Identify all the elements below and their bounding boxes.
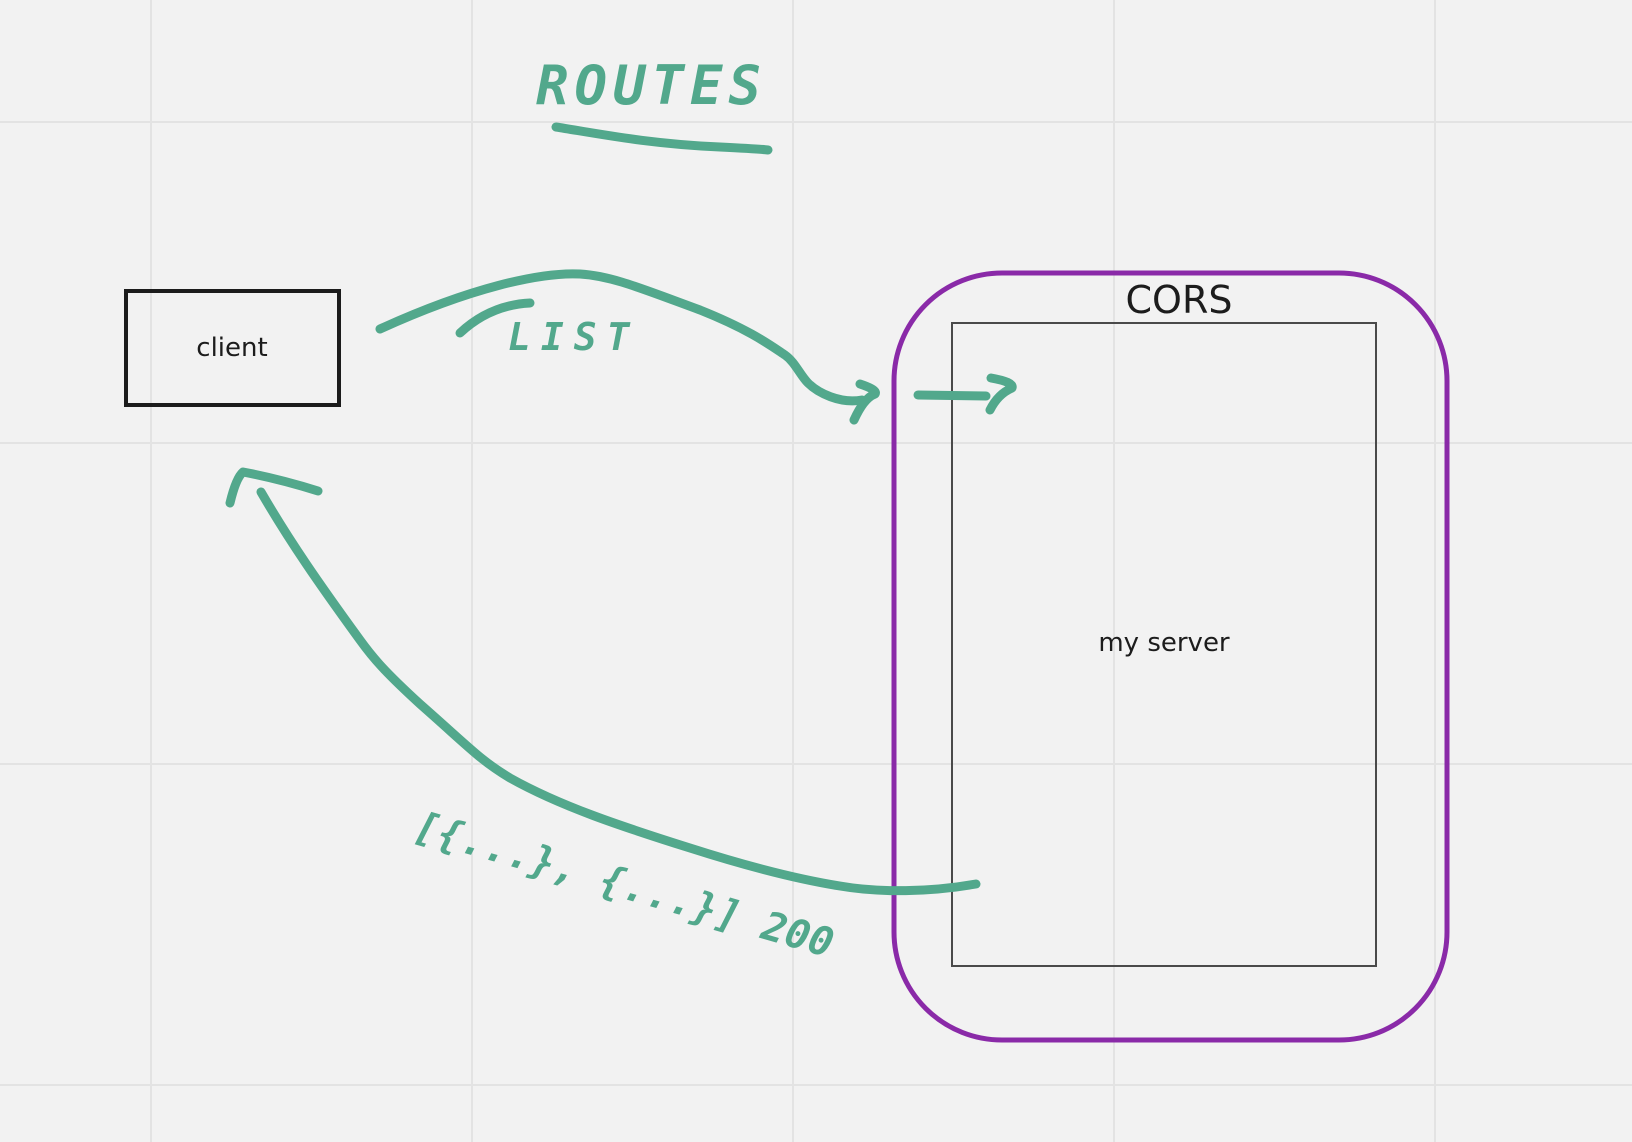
request-arrow-extension-head: [985, 373, 1017, 415]
routes-heading-text: ROUTES: [536, 54, 767, 117]
client-box[interactable]: client: [124, 289, 341, 407]
request-arrow-extension: [913, 390, 991, 401]
list-annotation-stroke: [455, 298, 535, 338]
response-arrow[interactable]: [225, 467, 981, 896]
request-arrow-line: [375, 269, 867, 406]
response-arrow-head: [225, 467, 323, 508]
response-arrow-line: [256, 487, 981, 896]
routes-heading: ROUTES: [536, 54, 773, 155]
cors-container[interactable]: CORS: [891, 270, 1450, 1043]
client-label: client: [196, 333, 267, 363]
request-arrow-head: [849, 379, 880, 425]
list-annotation: LIST: [455, 298, 640, 359]
routes-underline: [551, 122, 773, 155]
server-label: my server: [1098, 628, 1230, 658]
request-arrow[interactable]: [375, 269, 1017, 425]
server-box[interactable]: my server: [951, 322, 1377, 967]
list-annotation-text: LIST: [508, 315, 640, 359]
cors-label: CORS: [1126, 278, 1233, 322]
